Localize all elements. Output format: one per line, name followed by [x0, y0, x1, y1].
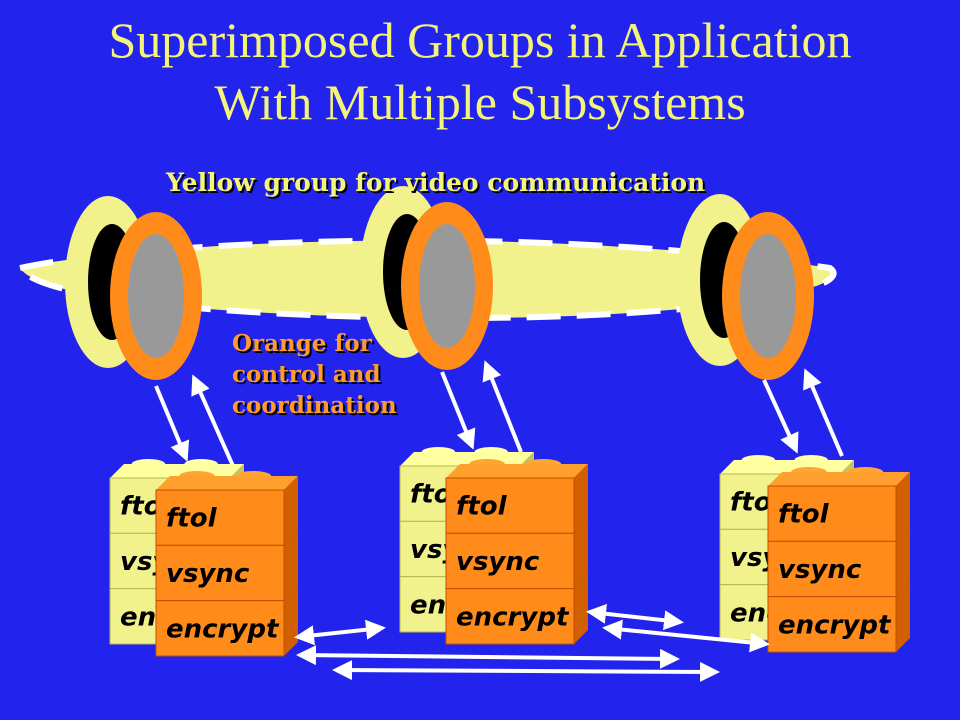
- orange-label-line-2: control and: [232, 361, 381, 388]
- orange-group-label: Orange for control and coordination: [232, 328, 432, 421]
- orange-label-line-3: coordination: [232, 392, 397, 419]
- layer-label-ftol: ftol: [166, 504, 218, 534]
- orange-stack-block: ftol vsync encrypt: [767, 467, 910, 653]
- layer-ftol: [767, 485, 897, 542]
- layer-vsync: [445, 532, 575, 590]
- arrow-down-2: [440, 371, 476, 450]
- block-side: [284, 531, 298, 601]
- block-top: [446, 464, 588, 478]
- layer-label-encrypt: encrypt: [456, 602, 570, 632]
- block-side: [896, 582, 910, 652]
- layer-encrypt: [445, 588, 575, 645]
- layer-label-vsync: vsync: [166, 559, 250, 589]
- layer-encrypt: [767, 596, 897, 653]
- slide-title-line-1: Superimposed Groups in Application: [108, 12, 852, 68]
- block-side: [896, 472, 910, 542]
- layer-encrypt: [155, 600, 285, 657]
- arrow-up-1: [191, 374, 235, 467]
- block-top: [156, 476, 298, 490]
- process-ring-2: [360, 186, 493, 370]
- ring-stack-arrows: [154, 360, 844, 467]
- orange-stack-block: ftol vsync encrypt: [445, 459, 588, 645]
- layer-vsync: [155, 544, 285, 602]
- block-side: [574, 519, 588, 589]
- block-top: [110, 464, 244, 478]
- arrow-down-1: [154, 385, 190, 462]
- layer-label-encrypt: encrypt: [166, 614, 280, 644]
- block-top: [720, 460, 854, 474]
- network-arrow-1: [294, 619, 386, 646]
- process-ring-1: [65, 196, 202, 380]
- network-arrow-2: [296, 645, 680, 669]
- network-arrow-4: [586, 603, 684, 631]
- network-arrow-5: [602, 619, 770, 653]
- block-side: [896, 527, 910, 597]
- arrow-up-2: [482, 360, 523, 453]
- block-side: [284, 476, 298, 546]
- orange-label-line-1: Orange for: [232, 330, 372, 357]
- layer-label-encrypt: encrypt: [778, 610, 892, 640]
- layer-label-ftol: ftol: [778, 500, 830, 530]
- layer-label-vsync: vsync: [778, 555, 862, 585]
- layer-ftol: [445, 477, 575, 534]
- layer-label-vsync: vsync: [456, 547, 540, 577]
- block-side: [574, 574, 588, 644]
- arrow-up-3: [803, 368, 844, 457]
- block-top: [400, 452, 534, 466]
- block-side: [574, 464, 588, 534]
- arrow-down-3: [762, 379, 799, 454]
- yellow-group-label: Yellow group for video communication: [166, 168, 706, 197]
- slide-title-line-2: With Multiple Subsystems: [214, 74, 746, 130]
- orange-stack-block: ftol vsync encrypt: [155, 471, 298, 657]
- process-ring-3: [677, 194, 814, 380]
- layer-ftol: [155, 489, 285, 546]
- network-arrows: [294, 603, 770, 682]
- network-arrow-3: [332, 660, 720, 682]
- layer-label-ftol: ftol: [456, 492, 508, 522]
- block-top: [768, 472, 910, 486]
